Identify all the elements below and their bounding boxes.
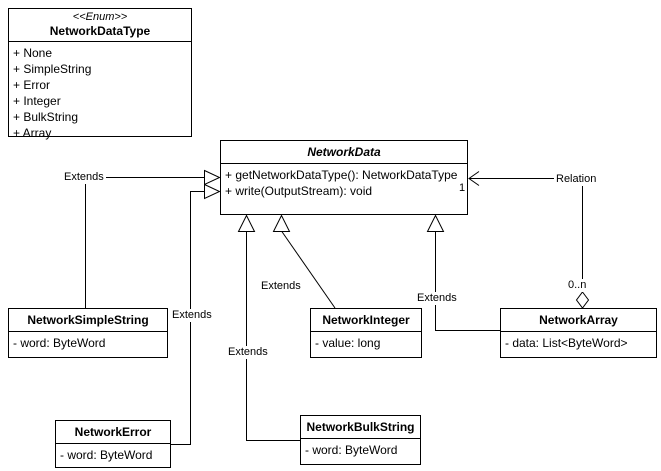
- class-networkdata: NetworkData + getNetworkDataType(): Netw…: [220, 140, 468, 215]
- member-row: - value: long: [315, 336, 381, 350]
- inheritance-triangle-icon: [272, 214, 291, 232]
- class-networksimplestring: NetworkSimpleString - word: ByteWord: [8, 308, 168, 358]
- member-row: + Error: [13, 78, 51, 92]
- edge-label-relation: Relation: [554, 173, 599, 186]
- class-members: - value: long: [311, 332, 421, 351]
- class-members: - word: ByteWord: [56, 444, 170, 463]
- class-members: + getNetworkDataType(): NetworkDataType …: [221, 164, 467, 199]
- inheritance-triangle-icon: [204, 169, 221, 186]
- member-row: + None: [13, 46, 53, 60]
- class-title: NetworkBulkString: [301, 416, 420, 439]
- stereotype-label: <<Enum>>: [72, 11, 128, 23]
- aggregation-diamond-icon: [575, 291, 590, 309]
- class-title: <<Enum>> NetworkDataType: [9, 9, 191, 42]
- edge-label-extends-networkarray: Extends: [415, 292, 459, 305]
- class-networkinteger: NetworkInteger - value: long: [310, 308, 422, 358]
- open-arrowhead-icon: [468, 171, 480, 186]
- edge-label-extends-networkinteger: Extends: [259, 280, 303, 293]
- edge-relation-aggregation: [469, 178, 583, 292]
- class-networkarray: NetworkArray - data: List<ByteWord>: [500, 308, 657, 358]
- edge-extends-networkarray: [435, 231, 500, 331]
- member-row: + SimpleString: [13, 62, 92, 76]
- inheritance-triangle-icon: [237, 214, 256, 232]
- member-row: + BulkString: [13, 110, 79, 124]
- class-title: NetworkSimpleString: [9, 309, 167, 332]
- edge-label-extends-networksimplestring: Extends: [62, 171, 106, 184]
- edge-extends-networkinteger: [281, 230, 336, 309]
- class-members: - data: List<ByteWord>: [501, 332, 656, 351]
- class-networkbulkstring: NetworkBulkString - word: ByteWord: [300, 415, 421, 465]
- class-title: NetworkArray: [501, 309, 656, 332]
- member-row: - word: ByteWord: [305, 443, 398, 457]
- member-row: - word: ByteWord: [13, 336, 106, 350]
- multiplicity-label-one: 1: [457, 182, 468, 195]
- member-row: + Array: [13, 126, 52, 140]
- edge-extends-networksimplestring: [85, 177, 204, 308]
- member-row: + getNetworkDataType(): NetworkDataType: [225, 168, 458, 182]
- class-enum-networkdatatype: <<Enum>> NetworkDataType + None + Simple…: [8, 8, 192, 140]
- class-title: NetworkInteger: [311, 309, 421, 332]
- class-networkerror: NetworkError - word: ByteWord: [55, 420, 171, 468]
- edge-extends-networkbulkstring: [246, 231, 300, 441]
- class-title: NetworkError: [56, 421, 170, 444]
- inheritance-triangle-icon: [426, 214, 445, 232]
- multiplicity-label-many: 0..n: [566, 279, 589, 292]
- inheritance-triangle-icon: [204, 183, 221, 200]
- class-members: - word: ByteWord: [9, 332, 167, 351]
- class-members: - word: ByteWord: [301, 439, 420, 458]
- member-row: - data: List<ByteWord>: [505, 336, 628, 350]
- class-title: NetworkData: [221, 141, 467, 164]
- class-members: + None + SimpleString + Error + Integer …: [9, 42, 191, 141]
- edge-label-extends-networkbulkstring: Extends: [226, 346, 270, 359]
- edge-label-extends-networkerror: Extends: [170, 309, 214, 322]
- member-row: + write(OutputStream): void: [225, 184, 373, 198]
- member-row: + Integer: [13, 94, 61, 108]
- class-name: NetworkDataType: [49, 24, 151, 38]
- member-row: - word: ByteWord: [60, 448, 153, 462]
